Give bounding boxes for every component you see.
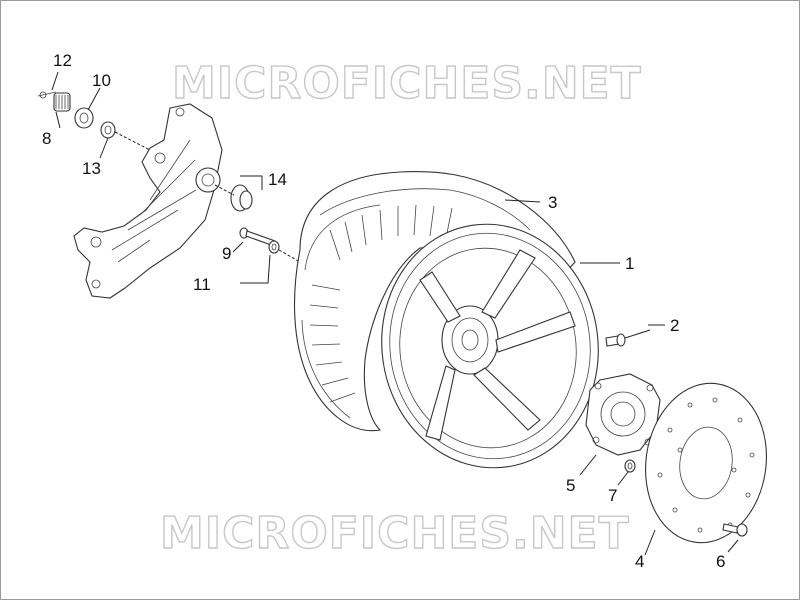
callout-4: 4 [635, 552, 645, 571]
spacer-bushing [214, 184, 253, 212]
callout-2: 2 [670, 316, 680, 335]
callout-3: 3 [548, 193, 558, 212]
callout-11: 11 [193, 275, 211, 294]
wheel-rim [381, 223, 599, 469]
callout-14: 14 [268, 170, 287, 189]
watermark-top: MICROFICHES.NET [172, 58, 642, 109]
disc-bolt [722, 523, 748, 537]
callout-13: 13 [82, 159, 101, 178]
callout-5: 5 [566, 476, 576, 495]
watermark-bottom: MICROFICHES.NET [160, 508, 630, 559]
callout-9: 9 [222, 244, 232, 263]
axle-nut-assembly [37, 91, 151, 151]
callout-8: 8 [42, 129, 52, 148]
wheel-bolt [605, 329, 651, 347]
callout-1: 1 [625, 254, 635, 273]
swing-arm-bracket [73, 103, 223, 299]
callout-10: 10 [92, 71, 111, 90]
callout-12: 12 [53, 51, 72, 70]
callout-7: 7 [608, 486, 618, 505]
bolt-and-washer [239, 227, 301, 263]
leader-lines [51, 71, 739, 556]
hub-nut [624, 459, 636, 473]
callout-6: 6 [716, 552, 726, 571]
